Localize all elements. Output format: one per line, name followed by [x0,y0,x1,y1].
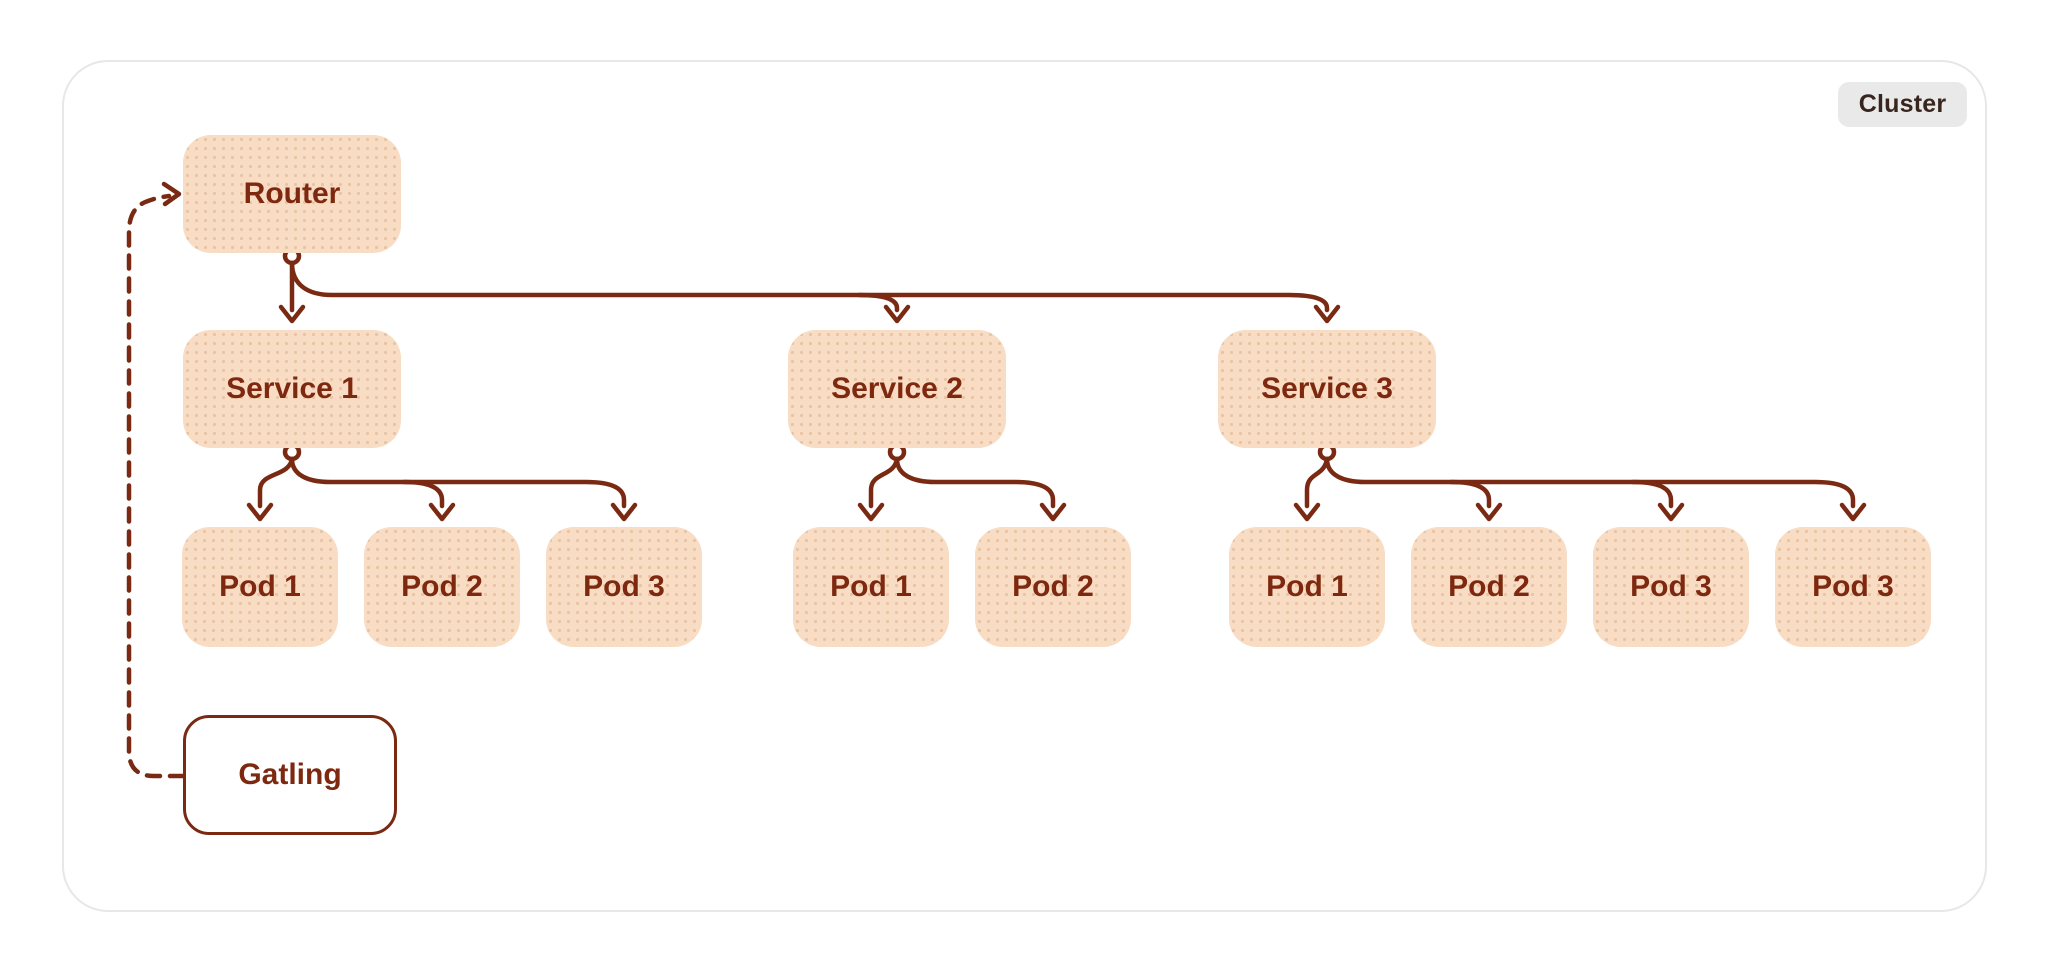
edge-gatling-router [126,181,186,779]
node-service2-pod-1: Pod 1 [793,527,949,647]
edge-service1-pods [246,442,638,522]
node-service3-pod-2: Pod 2 [1411,527,1567,647]
node-service2-pod-2: Pod 2 [975,527,1131,647]
node-service-2: Service 2 [788,330,1006,448]
node-service1-pod-3: Pod 3 [546,527,702,647]
node-service3-pod-3: Pod 3 [1593,527,1749,647]
node-service1-pod-2: Pod 2 [364,527,520,647]
node-service1-pod-1: Pod 1 [182,527,338,647]
node-service-3: Service 3 [1218,330,1436,448]
node-service-1: Service 1 [183,330,401,448]
node-service3-pod-1: Pod 1 [1229,527,1385,647]
edge-service3-pods [1293,442,1867,522]
node-router: Router [183,135,401,253]
node-gatling: Gatling [183,715,397,835]
node-service3-pod-4: Pod 3 [1775,527,1931,647]
edge-router-services [278,246,1341,324]
cluster-badge: Cluster [1838,82,1967,127]
edge-service2-pods [857,442,1067,522]
